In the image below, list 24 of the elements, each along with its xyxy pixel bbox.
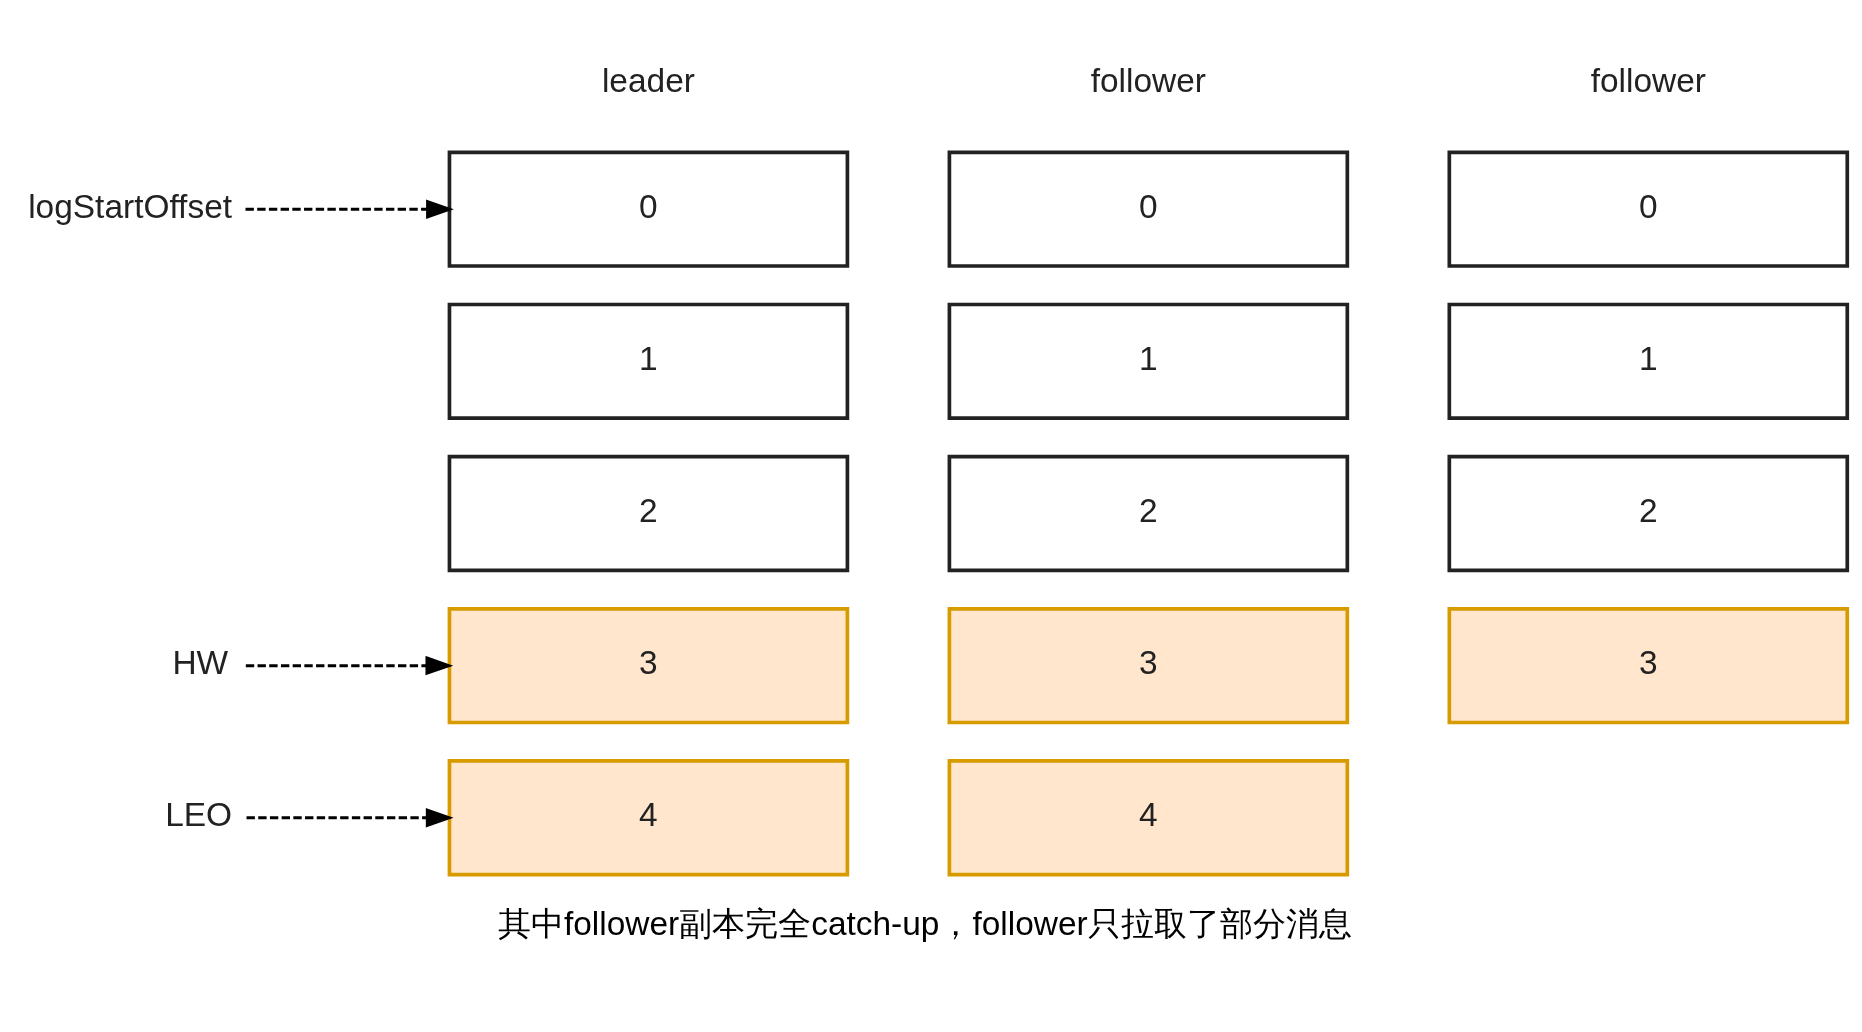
node-text: logStartOffset [28, 187, 233, 225]
node-text: LEO [165, 796, 233, 834]
node-box: 2 [447, 454, 850, 573]
node-text: HW [172, 644, 229, 682]
node-box: 1 [1447, 302, 1850, 421]
node-box: 0 [1447, 150, 1850, 268]
node-box: 3 [1447, 606, 1850, 725]
arrow [246, 808, 454, 828]
node-box: 2 [1447, 454, 1850, 573]
node-box: 2 [947, 454, 1350, 573]
arrow [245, 199, 454, 219]
caption: 其中follower副本完全catch-up，follower只拉取了部分消息 [497, 904, 1352, 942]
label: leader [601, 62, 695, 100]
node-box: 3 [947, 606, 1350, 725]
node-box: 1 [947, 302, 1350, 421]
node-box: 4 [947, 759, 1350, 877]
node-box: 0 [947, 150, 1350, 268]
label: follower [1590, 62, 1706, 100]
arrow [245, 655, 454, 676]
node-box: 1 [447, 302, 850, 421]
label: follower [1090, 62, 1206, 100]
node-box: 4 [447, 759, 850, 877]
node-box: 0 [447, 150, 850, 268]
node-box: 3 [447, 606, 850, 725]
